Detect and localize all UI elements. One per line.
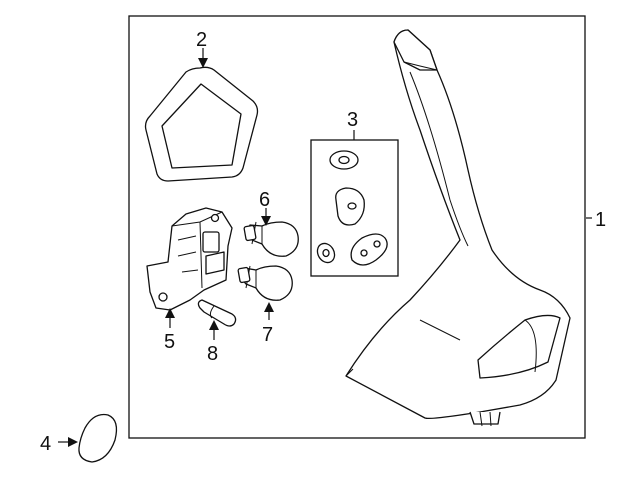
- callout-7: 7: [262, 324, 273, 346]
- assembly-frame: [128, 15, 586, 439]
- grommet-kit-icon[interactable]: [310, 139, 399, 277]
- callout-1: 1: [595, 209, 606, 231]
- leader-lines: [58, 48, 592, 447]
- seal-ring-icon[interactable]: [78, 413, 118, 463]
- callout-5: 5: [164, 331, 175, 353]
- gasket-icon[interactable]: [144, 66, 259, 182]
- callout-4: 4: [40, 433, 51, 455]
- wedge-bulb-icon[interactable]: [197, 299, 237, 327]
- bulb-socket-board-icon[interactable]: [146, 207, 233, 311]
- callout-6: 6: [259, 189, 270, 211]
- callout-2: 2: [196, 29, 207, 51]
- bulb-icon[interactable]: [237, 265, 293, 301]
- callout-3: 3: [347, 109, 358, 131]
- bulb-icon[interactable]: [243, 221, 299, 257]
- callout-8: 8: [207, 343, 218, 365]
- tail-lamp-housing-icon[interactable]: [345, 29, 571, 427]
